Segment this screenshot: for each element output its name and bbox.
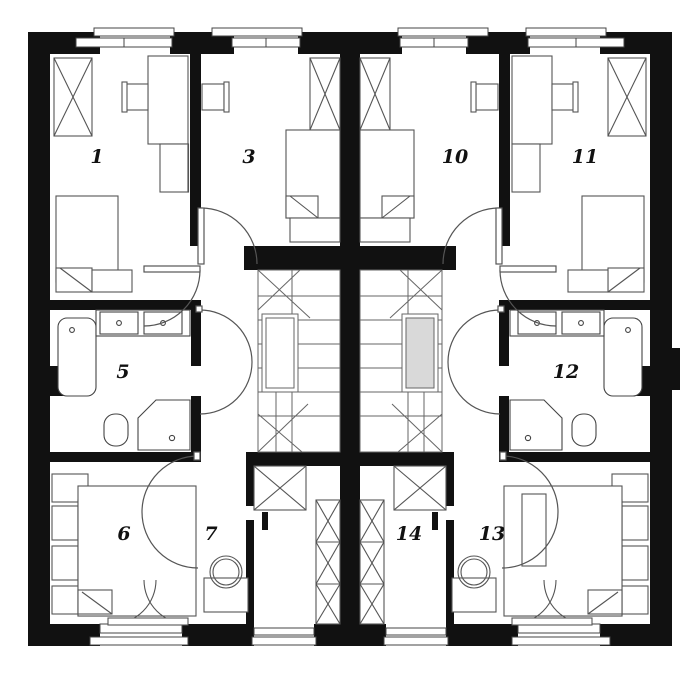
toilet xyxy=(571,413,597,447)
door-jamb xyxy=(262,512,438,530)
bedroom-6-furniture xyxy=(51,473,197,617)
stair-landing-highlight xyxy=(405,317,435,389)
nightstand xyxy=(51,545,79,581)
bathtub xyxy=(603,317,643,397)
chair xyxy=(457,555,491,589)
room-label-7: 7 xyxy=(204,523,217,545)
room-label-3: 3 xyxy=(242,146,255,168)
bedroom-1-furniture xyxy=(53,55,190,293)
bedroom-11-furniture xyxy=(511,55,647,293)
room-label-11: 11 xyxy=(572,146,598,168)
chair-seat xyxy=(212,558,240,586)
central-party-wall xyxy=(340,54,360,624)
room-label-14: 14 xyxy=(396,523,422,545)
desk xyxy=(511,55,553,145)
nightstand xyxy=(621,545,649,581)
chair xyxy=(125,83,149,111)
nightstand xyxy=(621,505,649,541)
winder-staircase-right xyxy=(359,269,443,453)
nightstand xyxy=(51,505,79,541)
chair xyxy=(551,83,575,111)
room-label-13: 13 xyxy=(479,523,505,545)
wash-basin xyxy=(561,311,601,335)
bedroom-3-furniture xyxy=(201,57,341,243)
french-door-with-balcony xyxy=(89,623,611,646)
pillow xyxy=(521,493,547,567)
window xyxy=(75,27,625,48)
room-label-12: 12 xyxy=(553,361,579,383)
bathroom-12-fixtures xyxy=(509,309,643,451)
chair xyxy=(475,83,499,111)
bathtub xyxy=(57,317,97,397)
corner-shower xyxy=(137,399,191,451)
wash-basin xyxy=(99,311,139,335)
chair xyxy=(209,555,243,589)
desk xyxy=(203,577,249,613)
hall-7-furniture xyxy=(203,465,341,625)
hall-14-furniture xyxy=(359,465,497,625)
interior-partition-wall xyxy=(50,54,360,624)
double-door xyxy=(107,579,593,626)
room-label-1: 1 xyxy=(90,146,103,168)
corner-shower xyxy=(509,399,563,451)
room-label-5: 5 xyxy=(116,361,129,383)
room-label-10: 10 xyxy=(442,146,468,168)
desk xyxy=(451,577,497,613)
hinged-door xyxy=(141,207,559,569)
interior-partition-wall-right xyxy=(360,54,650,624)
room-number-labels: 1 3 5 6 7 10 11 12 13 14 xyxy=(90,146,598,545)
chair-seat xyxy=(460,558,488,586)
room-label-6: 6 xyxy=(117,523,130,545)
bedroom-10-furniture xyxy=(359,57,499,243)
winder-staircase-left xyxy=(257,269,341,453)
bathroom-5-fixtures xyxy=(57,309,191,451)
toilet xyxy=(103,413,129,447)
chair xyxy=(201,83,225,111)
bedroom-13-furniture xyxy=(503,473,649,617)
desk xyxy=(147,55,189,145)
